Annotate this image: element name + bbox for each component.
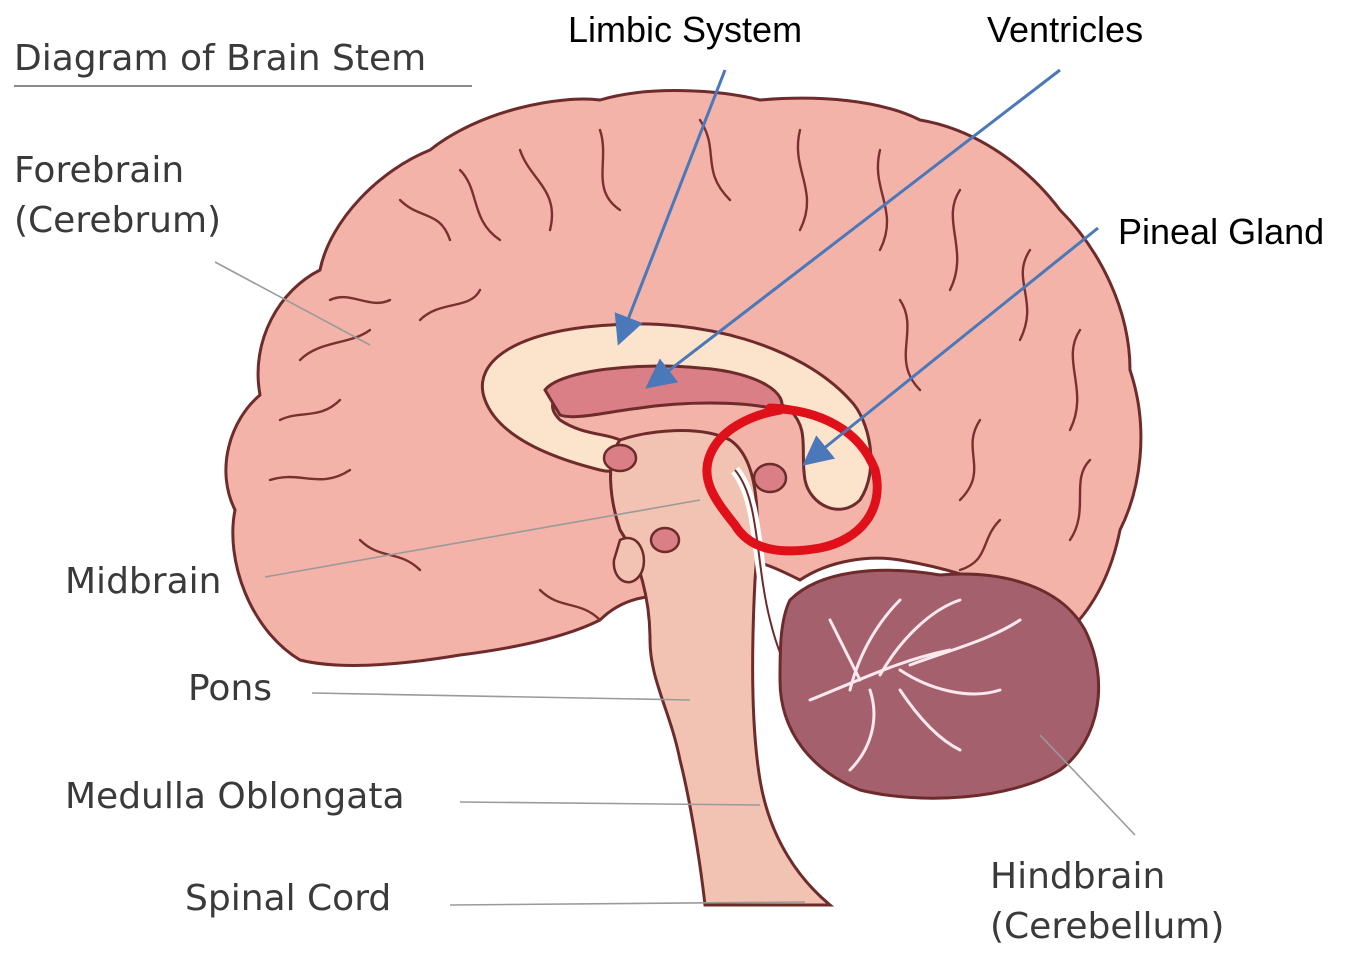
- cerebrum-label: (Cerebrum): [14, 200, 221, 241]
- forebrain-label: Forebrain: [14, 150, 184, 191]
- cerebellum-label: (Cerebellum): [990, 906, 1224, 947]
- pons-leader: [312, 693, 690, 700]
- limbic-system-label: Limbic System: [568, 9, 802, 50]
- midbrain-label: Midbrain: [65, 561, 221, 602]
- hindbrain-label: Hindbrain: [990, 856, 1165, 897]
- pineal-gland-label: Pineal Gland: [1118, 211, 1324, 252]
- medulla-label: Medulla Oblongata: [65, 776, 405, 817]
- spinal-cord-label: Spinal Cord: [185, 878, 391, 919]
- pons-label: Pons: [188, 668, 272, 709]
- diagram-title: Diagram of Brain Stem: [14, 38, 426, 79]
- mammillary-body: [651, 528, 679, 552]
- thalamus-structure: [604, 445, 636, 471]
- hindbrain-leader: [1040, 735, 1135, 835]
- ventricles-label: Ventricles: [987, 9, 1143, 50]
- pituitary-structure: [614, 538, 644, 582]
- cerebellum: [780, 570, 1099, 798]
- pineal-structure: [754, 464, 786, 492]
